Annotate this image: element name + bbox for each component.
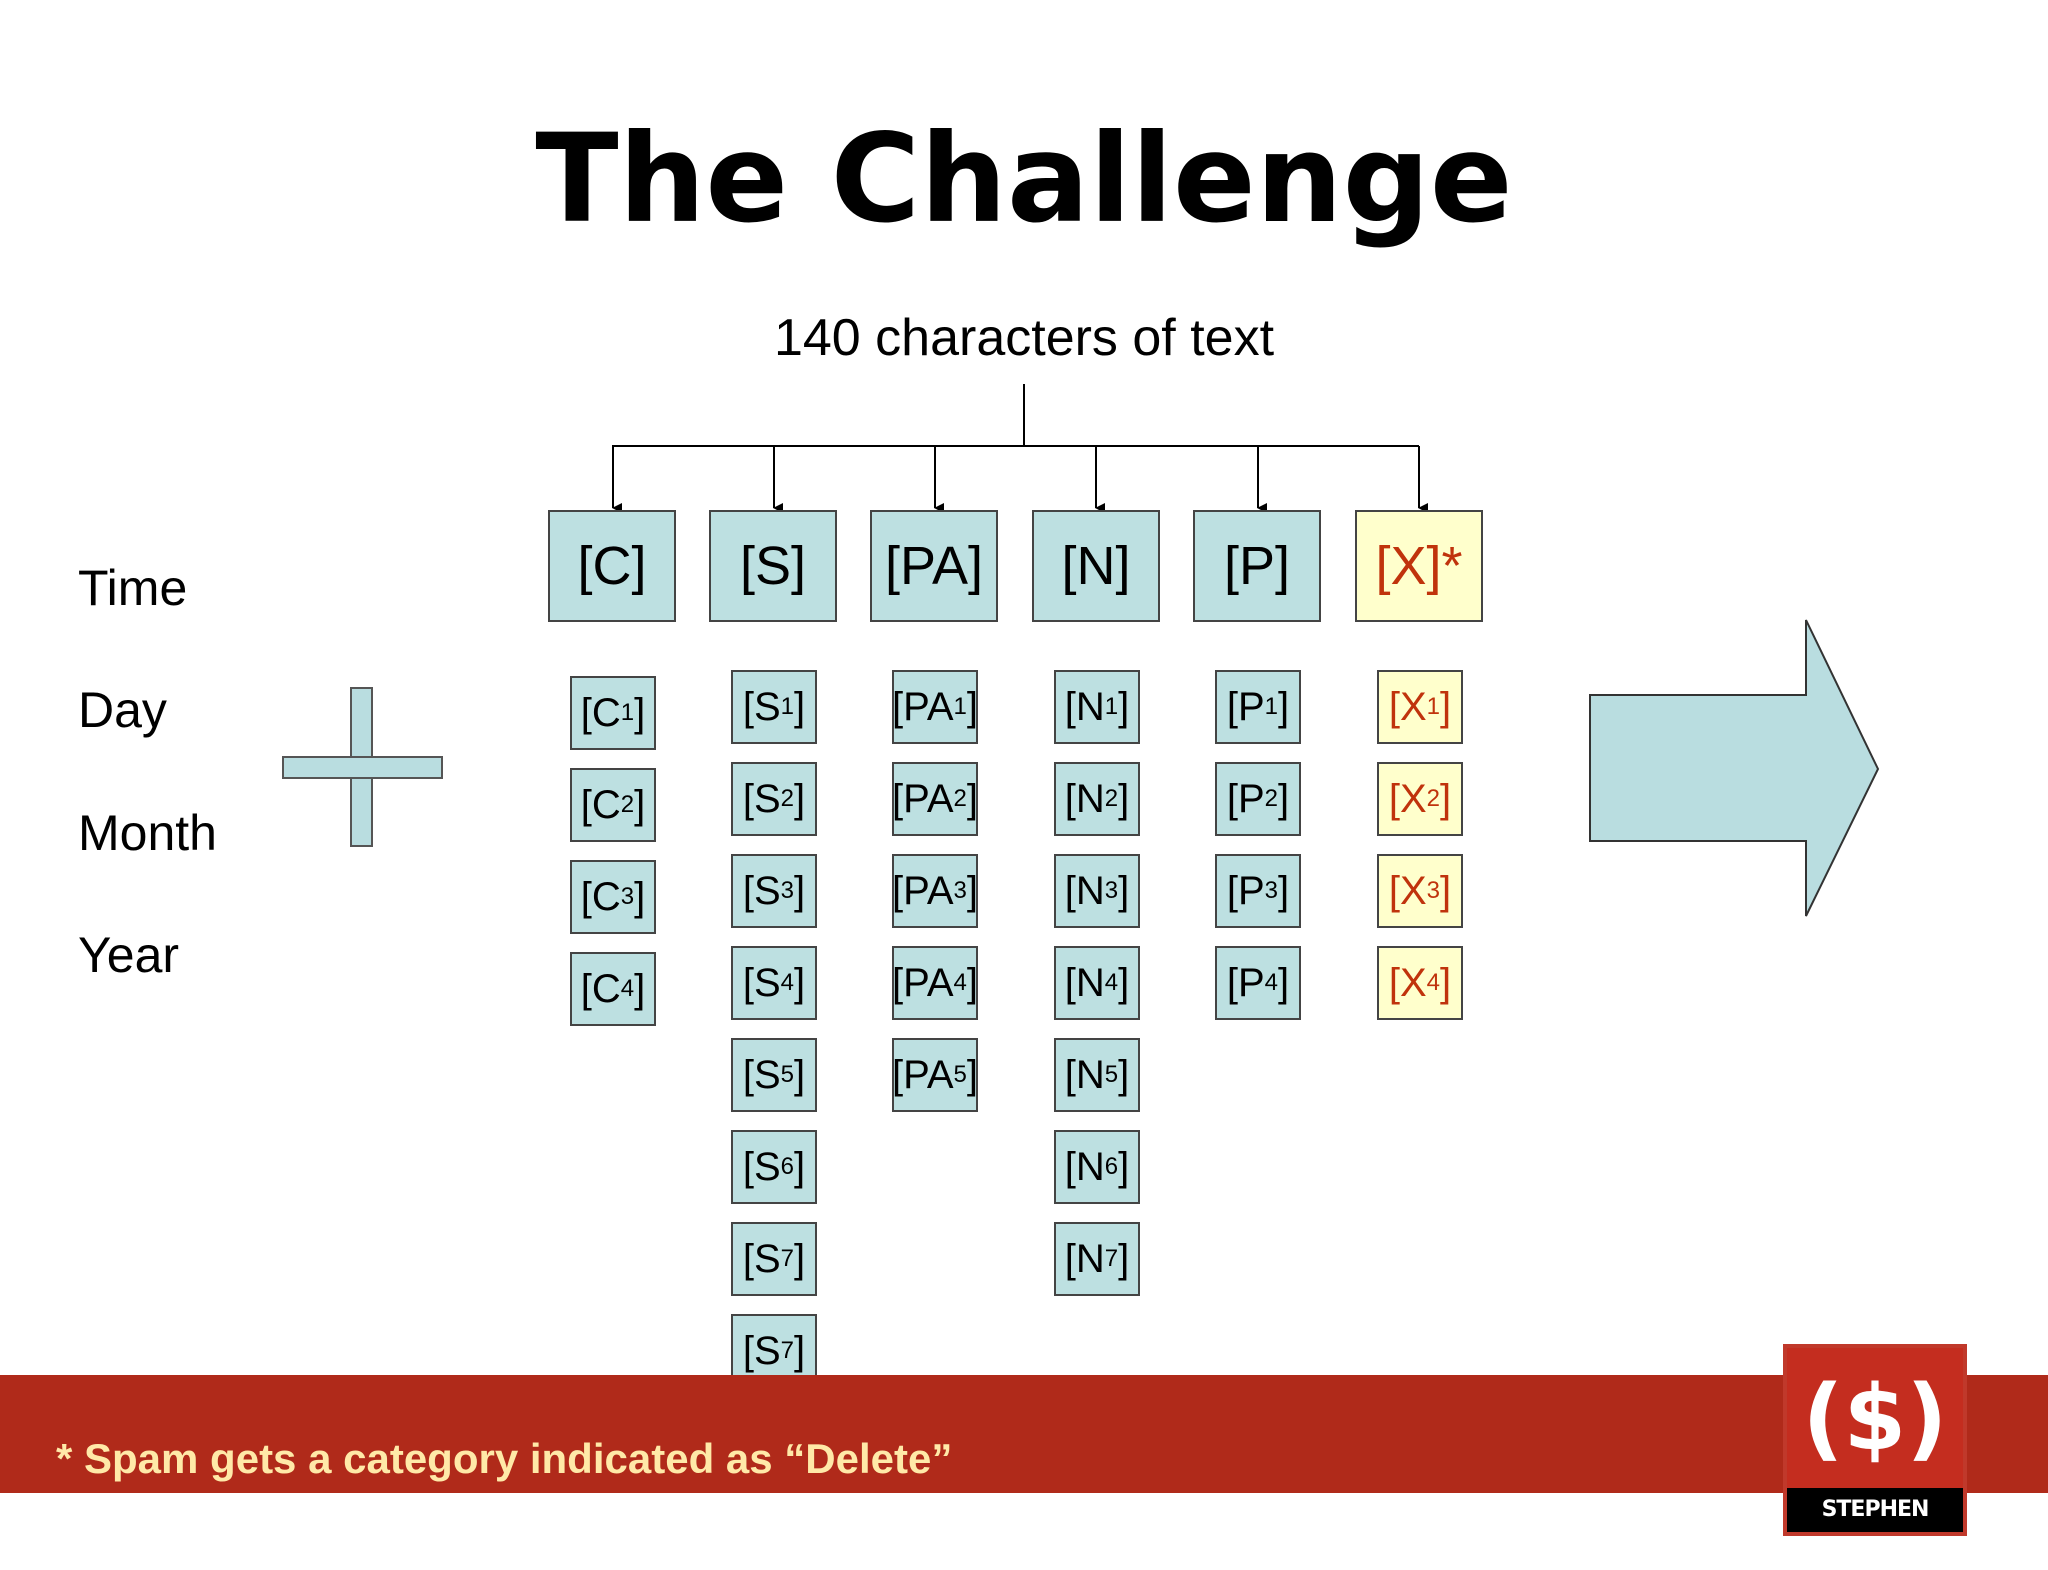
side-label-month: Month [78,805,217,861]
category-box-s: [S] [709,510,837,622]
category-box-p: [P] [1193,510,1321,622]
slide-subtitle: 140 characters of text [773,309,1275,367]
tree-connectors [612,384,1428,513]
category-box-pa: [PA] [870,510,998,622]
side-label-time: Time [78,560,188,616]
slide-title: The Challenge [535,108,1513,250]
logo-mark: ($) [1787,1348,1963,1488]
side-label-day: Day [78,682,167,738]
category-box-c: [C] [548,510,676,622]
side-label-year: Year [78,927,180,983]
footer-band [0,1375,2048,1493]
category-box-x: [X]* [1355,510,1483,622]
logo-name: STEPHEN DANN [1821,1497,1930,1562]
category-box-n: [N] [1032,510,1160,622]
right-arrow-icon [1589,619,1880,917]
logo: ($) STEPHEN DANN [1783,1344,1967,1562]
footnote: * Spam gets a category indicated as “Del… [56,1435,953,1482]
